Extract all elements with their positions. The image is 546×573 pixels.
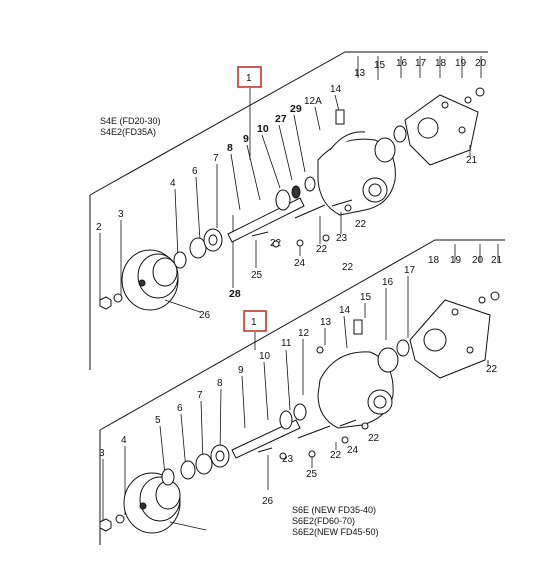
upper-callout-26: 26 [199, 310, 211, 321]
upper-callout-28: 28 [229, 288, 241, 300]
upper-callout-13: 14 [330, 84, 342, 95]
lower-bolt-19 [478, 296, 486, 304]
upper-callout-23: 23 [336, 233, 348, 244]
lower-bearing-6 [195, 453, 213, 475]
lower-highlight-box [243, 310, 267, 332]
lower-shaft [231, 419, 301, 459]
lower-callout-24: 25 [306, 469, 318, 480]
lower-callout-23: 24 [347, 445, 359, 456]
upper-callout-2: 2 [96, 222, 102, 233]
lower-plug-12 [316, 346, 324, 354]
upper-washer [113, 293, 123, 303]
upper-callout-29: 29 [290, 103, 302, 115]
upper-callout-25: 25 [251, 270, 263, 281]
lower-callout-12: 13 [320, 317, 332, 328]
lower-model-caption-2: S6E2(FD60-70) [292, 516, 355, 526]
lower-bolt-20 [490, 291, 500, 301]
lower-callout-8: 9 [238, 365, 244, 376]
upper-callout-6: 6 [192, 166, 198, 177]
upper-callout-21: 21 [466, 155, 478, 166]
lower-impeller [377, 347, 399, 373]
lower-callout-6: 7 [197, 390, 203, 401]
lower-pulley [123, 472, 181, 534]
lower-leader-lines [102, 276, 409, 520]
upper-callout-15: 15 [374, 60, 386, 71]
lower-cover [409, 299, 491, 379]
lower-spacer [161, 468, 175, 486]
upper-callout-22-a: 22 [355, 219, 367, 230]
upper-callout-14: 13 [354, 68, 366, 79]
upper-plug-14 [335, 109, 345, 125]
lower-callout-9: 10 [259, 351, 271, 362]
upper-bearing-6 [189, 237, 207, 259]
upper-callout-16: 16 [396, 58, 408, 69]
upper-callout-9: 9 [243, 133, 249, 145]
lower-callout-25: 26 [262, 496, 274, 507]
lower-callout-11: 12 [298, 328, 310, 339]
lower-callout-7: 8 [217, 378, 223, 389]
lower-callout-21: 22 [486, 364, 498, 375]
lower-callout-ticks [454, 244, 499, 262]
upper-callout-24: 24 [294, 258, 306, 269]
upper-bolt-20 [475, 87, 485, 97]
lower-callout-13: 14 [339, 305, 351, 316]
upper-callout-8: 8 [227, 142, 233, 154]
upper-callout-12a: 12A [304, 96, 322, 107]
lower-washer [115, 514, 125, 524]
lower-callout-16: 17 [404, 265, 416, 276]
upper-callout-22-d: 22 [342, 262, 354, 273]
upper-impeller [374, 137, 396, 163]
lower-callout-15: 16 [382, 277, 394, 288]
upper-bolt-19 [464, 96, 472, 104]
upper-callout-17: 17 [415, 58, 427, 69]
upper-callout-4: 4 [170, 178, 176, 189]
upper-model-caption-2: S4E2(FD35A) [100, 127, 156, 137]
upper-highlight-label: 1 [246, 73, 252, 84]
upper-frame-top [89, 51, 488, 196]
lower-callout-20: 21 [491, 255, 503, 266]
lower-callout-4: 5 [155, 415, 161, 426]
upper-callout-18: 18 [435, 58, 447, 69]
upper-callout-19: 19 [455, 58, 467, 69]
upper-callout-7: 7 [213, 153, 219, 164]
lower-model-caption-1: S6E (NEW FD35-40) [292, 505, 376, 515]
lower-callout-10: 11 [281, 338, 292, 349]
upper-callout-3: 3 [118, 209, 124, 220]
lower-callout-5: 6 [177, 403, 183, 414]
upper-model-caption-1: S4E (FD20-30) [100, 116, 161, 126]
upper-pulley [121, 249, 179, 311]
lower-frame-top [99, 239, 505, 431]
upper-leader-lines [99, 88, 341, 300]
lower-seal [279, 410, 293, 430]
upper-callout-22-b: 22 [316, 244, 328, 255]
upper-callout-10: 10 [257, 123, 269, 135]
lower-assembly: 21 20 19 18 17 16 15 14 13 12 11 10 9 8 … [99, 239, 505, 545]
upper-assembly: 13 15 16 17 18 19 20 14 12A 29 27 10 9 8… [89, 51, 488, 370]
upper-spacer [173, 251, 187, 269]
lower-callout-17: 18 [428, 255, 440, 266]
lower-callout-22-b: 22 [330, 450, 342, 461]
upper-callout-20: 20 [475, 58, 487, 69]
upper-highlight-box [237, 66, 262, 88]
lower-collar [180, 460, 196, 480]
lower-model-caption-3: S6E2(NEW FD45-50) [292, 527, 379, 537]
lower-plug-14 [353, 319, 363, 335]
lower-callout-19: 20 [472, 255, 484, 266]
lower-callout-22-a: 22 [368, 433, 380, 444]
upper-bolts [251, 199, 353, 248]
lower-callout-14: 15 [360, 292, 372, 303]
upper-nut [99, 296, 112, 310]
upper-callout-27: 27 [275, 113, 287, 125]
lower-highlight-label: 1 [251, 317, 257, 328]
lower-callout-3: 4 [121, 435, 127, 446]
upper-callout-ticks [357, 56, 482, 80]
upper-seal [275, 189, 291, 211]
lower-callout-18: 19 [450, 255, 462, 266]
lower-callout-22-c: 23 [282, 454, 294, 465]
lower-nut [99, 518, 112, 532]
lower-bolts [257, 419, 369, 460]
lower-callout-2: 3 [99, 448, 105, 459]
